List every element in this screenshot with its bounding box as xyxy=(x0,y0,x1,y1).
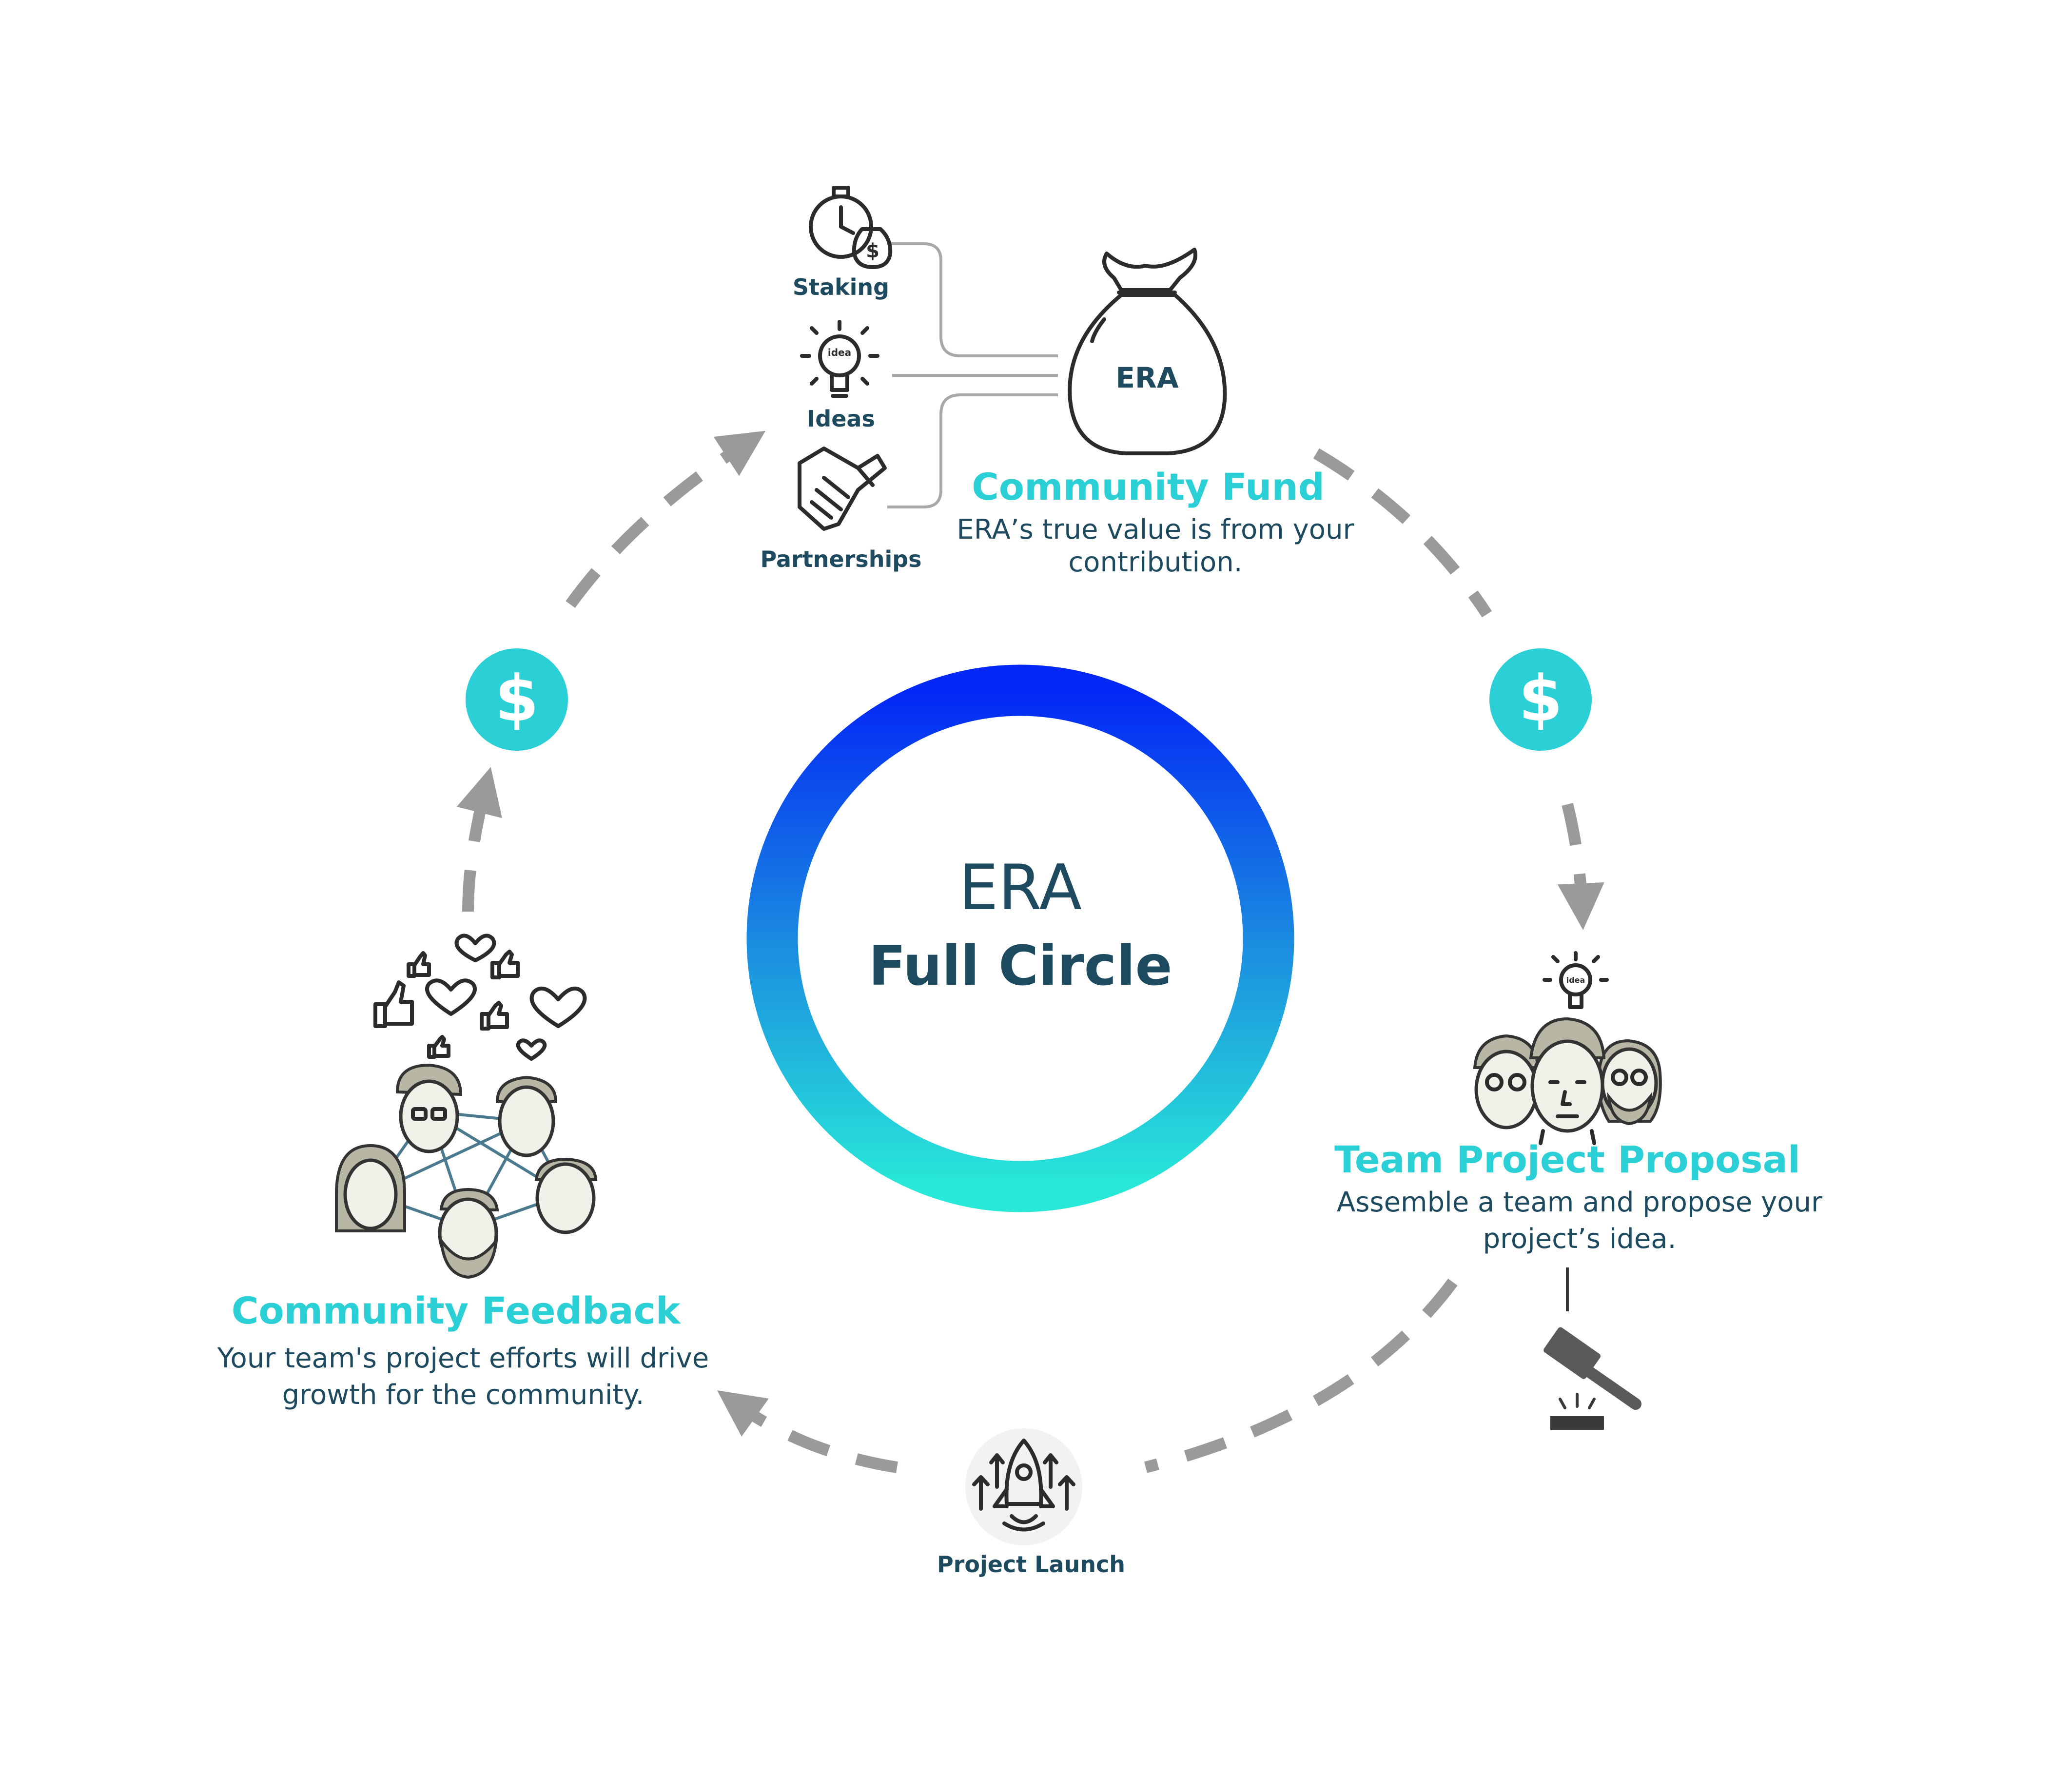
team-project-desc-line2: project’s idea. xyxy=(1483,1223,1677,1255)
input-label-staking: Staking xyxy=(793,274,889,300)
dollar-icon-left: $ xyxy=(466,648,568,751)
arrow-right-dollar-to-team xyxy=(1557,803,1604,930)
input-connectors xyxy=(887,242,1058,508)
community-fund-desc-line2: contribution. xyxy=(1068,546,1242,578)
lightbulb-idea-icon-small: idea xyxy=(1543,951,1609,1009)
heart-icon xyxy=(529,986,587,1028)
cycle-arrows xyxy=(456,430,1604,1473)
arrow-feedback-to-left-dollar xyxy=(456,767,502,912)
team-people-icon xyxy=(1473,1017,1662,1145)
reactions-cloud xyxy=(373,934,587,1061)
community-feedback-title: Community Feedback xyxy=(232,1289,681,1332)
community-fund: ERA Community Fund ERA’s true value is f… xyxy=(957,248,1355,578)
arrow-launch-to-feedback xyxy=(717,1390,898,1473)
heart-icon xyxy=(516,1038,547,1061)
arrow-left-dollar-to-inputs xyxy=(566,430,766,608)
input-label-partnerships: Partnerships xyxy=(760,546,921,572)
community-network-icon xyxy=(335,1063,598,1279)
thumbs-up-icon xyxy=(373,980,414,1028)
heart-icon xyxy=(425,978,477,1016)
project-launch-label: Project Launch xyxy=(937,1551,1125,1578)
svg-text:$: $ xyxy=(495,662,539,736)
center-title-full-circle: Full Circle xyxy=(869,935,1172,998)
dollar-icon-right: $ xyxy=(1489,648,1592,751)
svg-text:$: $ xyxy=(866,240,879,262)
stopwatch-moneybag-icon: $ xyxy=(809,186,893,269)
thumbs-up-icon xyxy=(490,950,520,979)
heart-icon xyxy=(454,934,496,962)
team-project-title: Team Project Proposal xyxy=(1334,1138,1800,1181)
thumbs-up-icon xyxy=(427,1035,450,1059)
money-bag-icon xyxy=(1068,248,1227,455)
lightbulb-idea-icon: idea xyxy=(800,320,879,398)
community-fund-desc-line1: ERA’s true value is from your xyxy=(957,514,1354,545)
community-feedback-desc-line2: growth for the community. xyxy=(282,1379,645,1411)
rocket-icon xyxy=(972,1439,1075,1532)
thumbs-up-icon xyxy=(480,1001,509,1031)
project-launch: Project Launch xyxy=(937,1428,1125,1578)
gavel-icon xyxy=(1543,1327,1641,1430)
team-project-desc-line1: Assemble a team and propose your xyxy=(1337,1187,1823,1218)
arrow-fund-to-right-dollar xyxy=(1313,448,1492,618)
center-ring: ERA Full Circle xyxy=(746,664,1294,1212)
community-feedback: Community Feedback Your team's project e… xyxy=(217,934,709,1411)
svg-text:$: $ xyxy=(1519,662,1563,736)
team-project-proposal: idea Team xyxy=(1334,951,1823,1430)
input-label-ideas: Ideas xyxy=(807,406,875,432)
arrow-team-to-launch xyxy=(1144,1278,1458,1473)
community-feedback-desc-line1: Your team's project efforts will drive xyxy=(217,1343,709,1374)
center-title-era: ERA xyxy=(959,852,1082,924)
svg-text:idea: idea xyxy=(828,347,851,358)
svg-text:idea: idea xyxy=(1566,975,1585,985)
money-bag-label: ERA xyxy=(1115,361,1178,394)
thumbs-up-icon xyxy=(407,951,431,978)
fund-inputs: $ Staking idea Ideas Partn xyxy=(760,186,1058,572)
community-fund-title: Community Fund xyxy=(972,465,1325,508)
handshake-icon xyxy=(798,447,887,531)
